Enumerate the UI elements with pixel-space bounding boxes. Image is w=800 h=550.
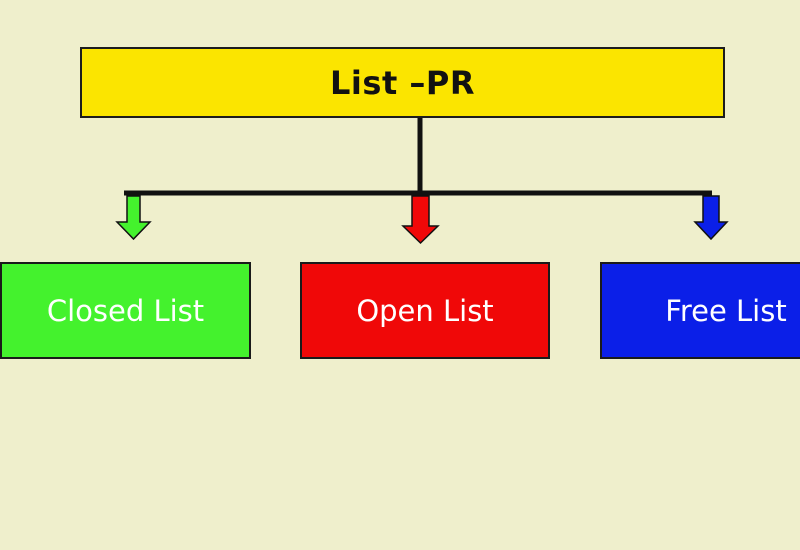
root-node-label: List –PR	[330, 63, 475, 102]
node-free-list-label: Free List	[665, 293, 787, 328]
node-open-list: Open List	[300, 262, 550, 359]
node-closed-list: Closed List	[0, 262, 251, 359]
arrow-free-list	[693, 195, 729, 241]
node-open-list-label: Open List	[356, 293, 494, 328]
node-free-list: Free List	[600, 262, 800, 359]
arrow-open-list	[401, 195, 440, 245]
arrow-closed-list	[115, 195, 152, 241]
node-closed-list-label: Closed List	[46, 293, 205, 328]
root-node-list-pr: List –PR	[80, 47, 725, 118]
